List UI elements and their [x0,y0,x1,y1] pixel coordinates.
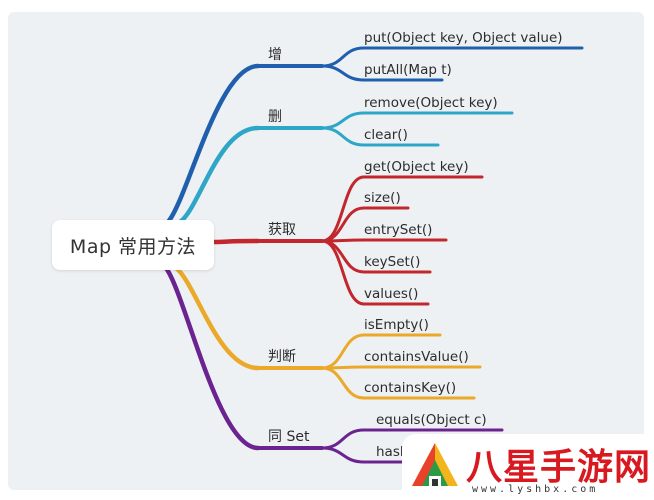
watermark: 八星手游网 www.lyshbx.com [402,434,654,500]
watermark-url: www.lyshbx.com [472,484,599,495]
branch-connector-4 [163,265,261,451]
method-label: containsValue() [364,349,469,365]
method-label: putAll(Map t) [364,62,452,78]
category-label: 删 [268,109,282,125]
sub-connector [320,126,366,147]
method-label: entrySet() [364,222,432,238]
method-label: keySet() [364,254,420,270]
sub-connector [320,446,366,464]
watermark-title: 八星手游网 [466,447,652,488]
method-label: hash [376,444,408,460]
category-label: 获取 [268,222,296,238]
method-label: isEmpty() [364,317,429,333]
sub-connector [320,333,366,370]
method-label: containsKey() [364,380,456,396]
category-label: 判断 [268,349,296,365]
method-label: put(Object key, Object value) [364,30,563,46]
sub-connector [320,64,366,82]
sub-connector [320,239,366,306]
root-label: Map 常用方法 [69,235,197,258]
method-label: equals(Object c) [376,412,487,428]
category-label: 增 [268,47,282,63]
sub-connector [320,111,366,130]
branch-connector-0 [165,63,261,225]
method-label: size() [364,190,401,206]
watermark-logo-icon [412,443,458,486]
root-node: Map 常用方法 [52,220,214,270]
method-label: clear() [364,127,408,143]
branch-connector-3 [173,265,261,371]
method-label: get(Object key) [364,159,469,175]
sub-connector [320,46,366,68]
sub-connector [320,366,366,400]
label-layer: 增 put(Object key, Object value) putAll(Map… [268,30,563,460]
method-label: remove(Object key) [364,95,498,111]
sub-connector [320,239,366,274]
branch-connector-1 [177,125,261,225]
branch-connector-2 [211,238,261,245]
category-label: 同 Set [268,429,310,445]
sub-connector [320,428,366,450]
method-label: values() [364,286,418,302]
connector-layer [163,46,366,464]
